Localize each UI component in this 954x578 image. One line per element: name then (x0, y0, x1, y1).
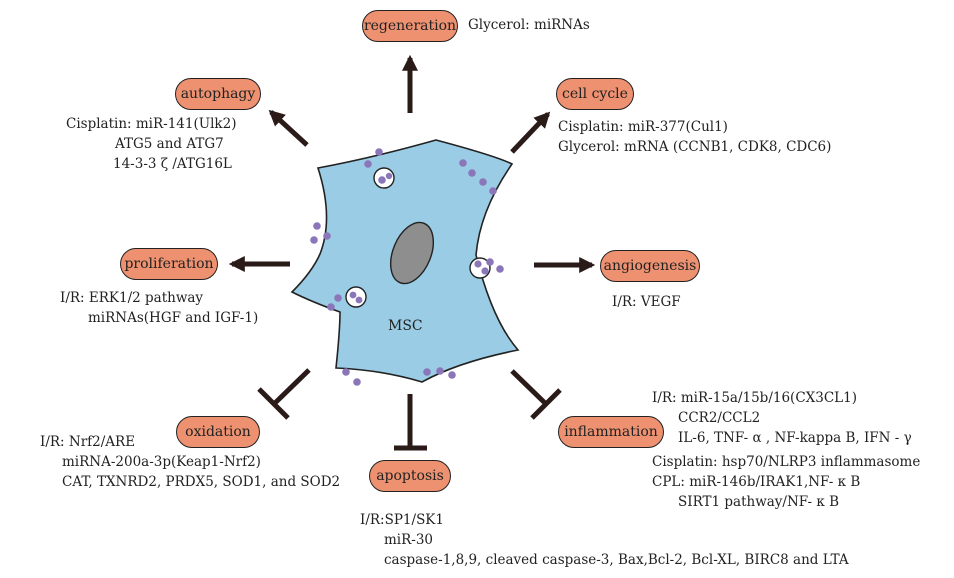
arrow-autophagy (268, 109, 309, 147)
inhibit-inflammation (510, 369, 548, 406)
node-proliferation: proliferation (120, 248, 218, 280)
nucleus (389, 221, 435, 285)
node-inflammation: inflammation (558, 416, 664, 448)
autophagy-note-3: 14-3-3 ζ /ATG16L (113, 156, 232, 172)
node-cell-cycle: cell cycle (556, 78, 634, 110)
arrow-cell-cycle (510, 111, 551, 154)
inflammation-note-2: CCR2/CCL2 (678, 410, 761, 426)
apoptosis-note-3: caspase-1,8,9, cleaved caspase-3, Bax,Bc… (384, 552, 849, 568)
oxidation-note-3: CAT, TXNRD2, PRDX5, SOD1, and SOD2 (62, 474, 341, 490)
node-angiogenesis: angiogenesis (600, 250, 700, 282)
apoptosis-note-2: miR-30 (384, 532, 434, 548)
node-autophagy: autophagy (175, 78, 261, 110)
promote-arrows (228, 54, 596, 274)
extracellular-vesicles (310, 148, 504, 386)
oxidation-note-1: I/R: Nrf2/ARE (40, 434, 136, 450)
autophagy-note-1: Cisplatin: miR-141(Ulk2) (66, 116, 237, 132)
regeneration-note: Glycerol: miRNAs (468, 17, 590, 33)
msc-label: MSC (388, 318, 423, 334)
inflammation-note-1: I/R: miR-15a/15b/16(CX3CL1) (652, 390, 857, 406)
cell-cycle-note-1: Cisplatin: miR-377(Cul1) (558, 119, 728, 135)
apoptosis-note-1: I/R:SP1/SK1 (360, 512, 444, 528)
proliferation-note-1: I/R: ERK1/2 pathway (60, 290, 204, 306)
proliferation-note-2: miRNAs(HGF and IGF-1) (88, 310, 259, 326)
inhibit-oxidation (273, 368, 311, 405)
oxidation-note-2: miRNA-200a-3p(Keap1-Nrf2) (62, 454, 261, 470)
cell-cycle-note-2: Glycerol: mRNA (CCNB1, CDK8, CDC6) (558, 139, 832, 155)
node-regeneration: regeneration (362, 10, 458, 42)
inflammation-note-3: IL-6, TNF- α , NF-kappa B, IFN - γ (678, 430, 912, 446)
inflammation-note-6: SIRT1 pathway/NF- κ B (678, 494, 840, 510)
node-oxidation: oxidation (176, 416, 260, 448)
inhibit-connectors (257, 368, 562, 451)
inflammation-note-4: Cisplatin: hsp70/NLRP3 inflammasome (652, 454, 921, 470)
node-apoptosis: apoptosis (369, 460, 451, 492)
autophagy-note-2: ATG5 and ATG7 (115, 136, 224, 152)
inflammation-note-5: CPL: miR-146b/IRAK1,NF- κ B (652, 474, 861, 490)
angiogenesis-note: I/R: VEGF (612, 294, 681, 310)
